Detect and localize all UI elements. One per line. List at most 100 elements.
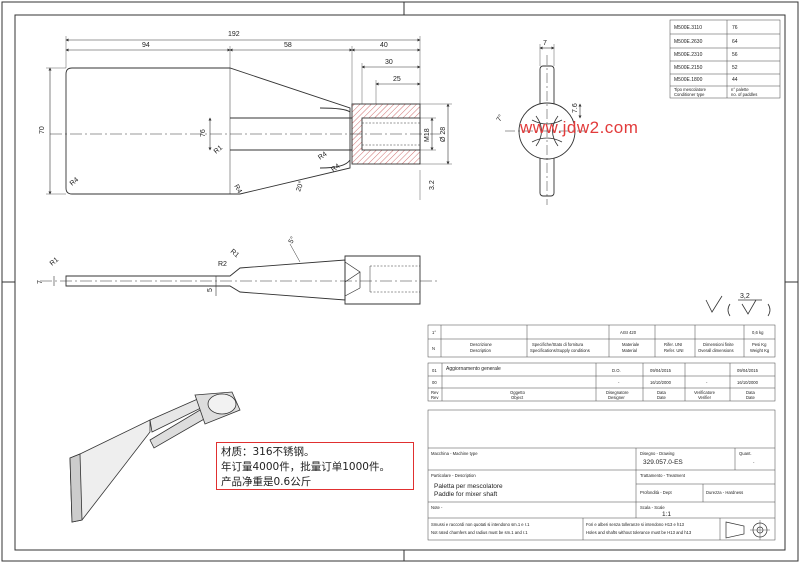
variant-code: M500E.1800 (674, 77, 703, 83)
dim-r1-side-2: R1 (229, 248, 240, 259)
dim-r4-d: R4 (330, 163, 341, 174)
isometric-view (69, 391, 241, 523)
bom-h-dim-2: Overall dimensions (698, 348, 734, 353)
note-line-material: 材质：316不锈钢。 (221, 446, 315, 458)
dim-25: 25 (393, 76, 401, 83)
bom-h-mat-2: Material (622, 348, 637, 353)
end-view-labels: 7 7° 7.6 (495, 40, 579, 123)
quantity-label: Quant. (739, 451, 752, 456)
blade-outline (65, 67, 351, 195)
bom-weight: 0,6 kg (752, 330, 764, 335)
revisions-table (427, 362, 776, 402)
dim-3-2: 3.2 (429, 180, 436, 190)
rev-object: Aggiornamento generale (446, 366, 501, 372)
rev-h-obj-2: Object (511, 395, 524, 400)
variants-table-text: M500E.3110 76 M500E.2630 64 M500E.2310 5… (674, 25, 757, 97)
dim-r4-b: R4 (232, 184, 243, 195)
rev-no: 00 (432, 380, 437, 385)
bom-h-spec-1: Specifiche/Stato di fornitura (532, 342, 584, 347)
depth-label: Profondità - Dept (640, 490, 672, 495)
rev-h-des-2: Designer (608, 395, 625, 400)
bom-h-desc-2: Description (470, 348, 492, 353)
rev-designer: - (618, 380, 620, 385)
dim-70: 70 (39, 126, 46, 134)
treatment-label: Trattamento - Treatment (640, 473, 686, 478)
top-view (46, 36, 452, 200)
dim-7deg: 7° (495, 113, 505, 123)
rev-no: 01 (432, 368, 437, 373)
rev-date: 09/04/2015 (650, 368, 672, 373)
dim-30: 30 (385, 59, 393, 66)
surface-finish-symbol (705, 295, 771, 317)
rev-h-date-1: Data (657, 390, 667, 395)
scale-value: 1:1 (662, 511, 671, 518)
rev-h-rev-1: Rev (431, 390, 439, 395)
variant-count: 52 (732, 65, 738, 71)
side-blade (65, 259, 346, 301)
bom-h-ref-1: Rifer. UNI (664, 342, 682, 347)
footnote-4: Holes and shafts without tolerance must … (586, 530, 692, 535)
bom-h-desc-1: Descrizione (470, 342, 493, 347)
dim-r4-c: R4 (317, 151, 328, 162)
title-block-text: Macchina - Machine type Disegno - Drawin… (431, 451, 755, 535)
dim-40: 40 (380, 42, 388, 49)
iso-hub-face (207, 393, 237, 415)
bom-h-dim-1: Dimensioni finite (703, 342, 734, 347)
dim-r1-side: R1 (49, 256, 60, 267)
rev-vdate: 16/10/2000 (737, 380, 759, 385)
rev-h-des-1: Disegnatore (606, 390, 629, 395)
footnote-2: Not rated chamfers and radius must be sm… (431, 530, 528, 535)
dim-r4-a: R4 (69, 176, 80, 187)
part-label: Particolare - Description (431, 473, 476, 478)
rev-h-ver-1: Verificatore (694, 390, 716, 395)
rev-vdate: 09/04/2015 (737, 368, 759, 373)
variants-table (669, 19, 781, 99)
bom-h-n: N (432, 346, 435, 351)
side-hub (344, 255, 421, 305)
rev-designer: D.O. (612, 368, 621, 373)
bom-text: 1° AISI 420 0,6 kg N Descrizione Descrip… (432, 330, 770, 353)
dim-7-side: 7 (37, 280, 44, 284)
bom-h-wt-1: Pesi Kg (752, 342, 767, 347)
dim-r2-side: R2 (218, 261, 227, 268)
dim-7-6: 7.6 (572, 103, 579, 113)
title-block (427, 409, 776, 541)
rev-h-obj-1: Oggetto (510, 390, 526, 395)
rev-h-rev-2: Rev (431, 395, 439, 400)
surface-finish-value: 3,2 (740, 293, 750, 300)
variant-count: 64 (732, 39, 738, 45)
rev-h-vdate-1: Data (746, 390, 756, 395)
footnote-3: Fori e alberi senza tolleranze si intend… (586, 522, 685, 527)
dim-r1: R1 (213, 144, 224, 155)
watermark-text: www.jdw2.com (520, 118, 639, 137)
variant-count: 56 (732, 52, 738, 58)
dim-94: 94 (142, 42, 150, 49)
bom-row-no: 1° (432, 330, 436, 335)
revisions-text: 01 Aggiornamento generale D.O. 09/04/201… (431, 366, 759, 400)
note-label: Note - (431, 505, 443, 510)
dim-76: 76 (200, 129, 207, 137)
neck (319, 107, 351, 169)
projection-symbol (725, 520, 770, 540)
variant-footer-left-2: Conditioner type (674, 92, 705, 97)
variant-code: M500E.2150 (674, 65, 703, 71)
dim-d28: Ø 28 (440, 127, 447, 142)
variant-footer-left-1: Tipo mescolatore (674, 87, 707, 92)
variant-footer-right-2: no. of paddles (731, 92, 757, 97)
dim-5-side: 5 (207, 288, 214, 292)
rev-h-date-2: Date (657, 395, 667, 400)
end-view (505, 44, 590, 205)
note-line-weight: 产品净重是0.6公斤 (221, 476, 312, 488)
quantity-value: - (753, 460, 755, 465)
dim-5deg: 5° (287, 235, 297, 245)
dim-m18: M18 (424, 128, 431, 142)
footnote-1: Smussi e raccordi non quotati si intendo… (431, 522, 530, 527)
note-line-quantity: 年订量4000件，批量订单1000件。 (221, 461, 390, 473)
bom-material: AISI 420 (620, 330, 637, 335)
dim-58: 58 (284, 42, 292, 49)
scale-label: Scala - Scale (640, 505, 665, 510)
dim-7-top: 7 (543, 40, 547, 47)
dim-overall: 192 (228, 31, 240, 38)
dim-20deg: 20° (294, 180, 305, 193)
